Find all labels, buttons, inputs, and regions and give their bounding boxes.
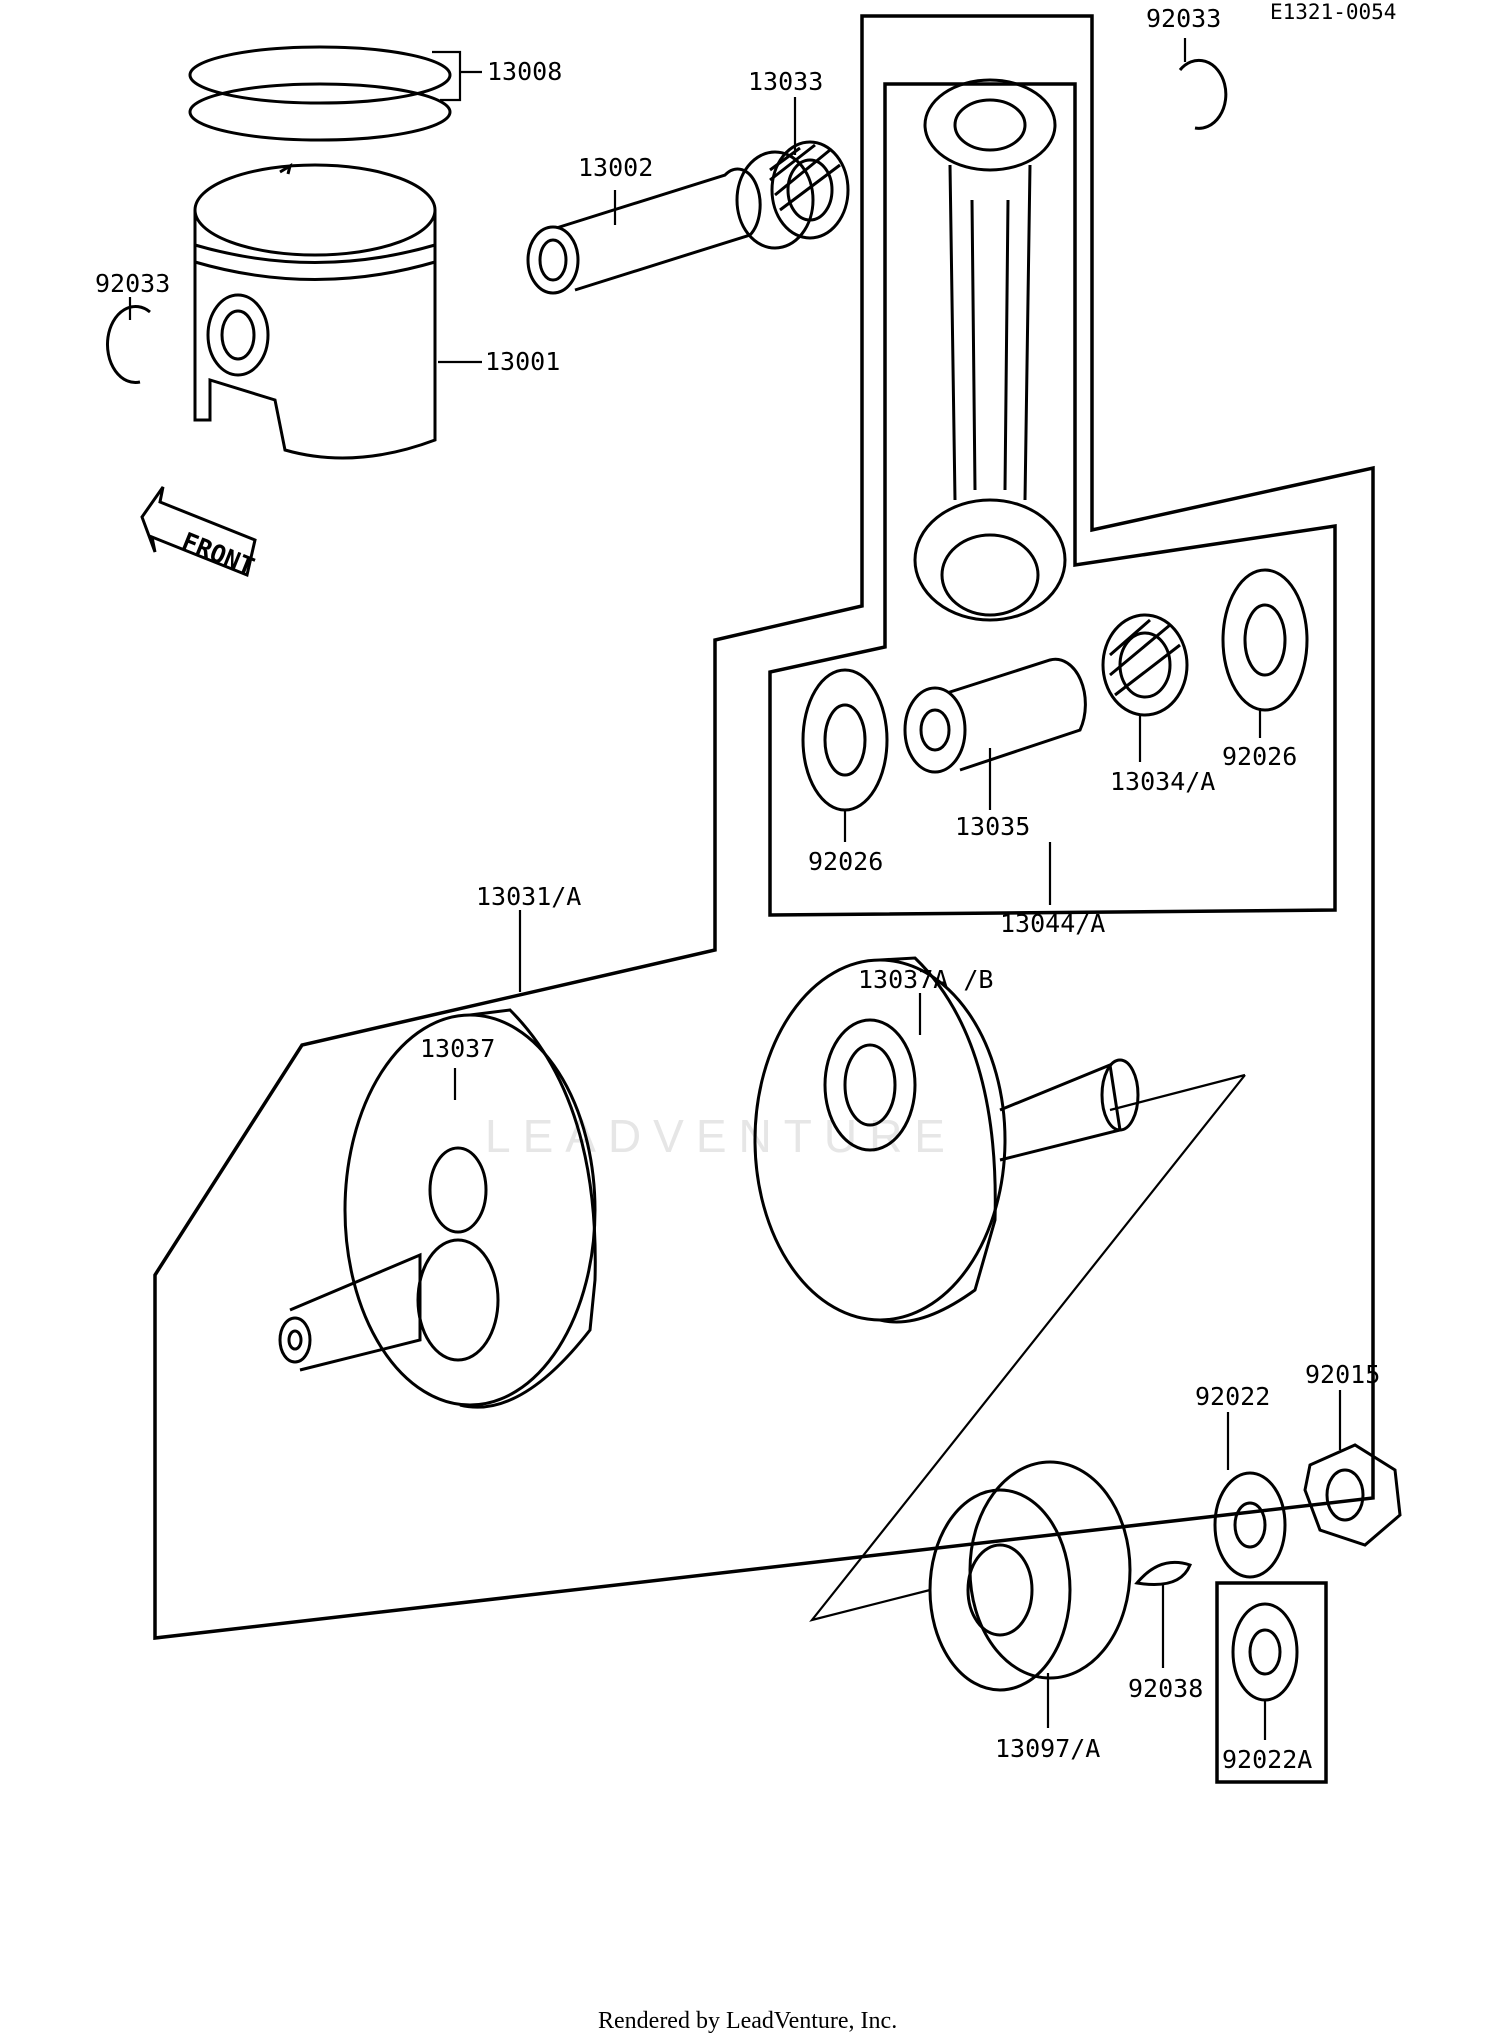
part-label-13034A: 13034/A [1110, 767, 1215, 796]
part-label-92026-left: 92026 [808, 847, 883, 876]
flywheel-left-drawing [278, 1008, 597, 1409]
piston-drawing [193, 162, 437, 460]
diagram-code: E1321-0054 [1270, 0, 1396, 24]
front-arrow: FRONT [140, 486, 258, 582]
key-drawing [1134, 1560, 1192, 1587]
leader-lines [128, 38, 1342, 1740]
gear-drawing [928, 1460, 1132, 1692]
part-label-13037AB: 13037A /B [858, 965, 993, 994]
crankshaft-frame [153, 14, 1375, 1640]
watermark: LEADVENTURE [485, 1110, 957, 1162]
part-label-13001: 13001 [485, 347, 560, 376]
conrod-frame [768, 82, 1337, 917]
part-label-13097A: 13097/A [995, 1734, 1100, 1763]
footer-credit: Rendered by LeadVenture, Inc. [598, 2008, 897, 2034]
circlip-right-drawing [1178, 58, 1228, 130]
part-label-92015: 92015 [1305, 1360, 1380, 1389]
circlip-left-drawing [105, 305, 151, 384]
part-label-13008: 13008 [487, 57, 562, 86]
part-label-13033: 13033 [748, 67, 823, 96]
part-label-13002: 13002 [578, 153, 653, 182]
washer-right-drawing [1221, 568, 1309, 712]
part-label-92026-right: 92026 [1222, 742, 1297, 771]
lock-washer-frame [1215, 1581, 1328, 1784]
crank-bearing-drawing [1101, 613, 1189, 717]
part-label-13037: 13037 [420, 1034, 495, 1063]
part-label-13031A: 13031/A [476, 882, 581, 911]
washer-left-drawing [801, 668, 889, 812]
flywheel-right-drawing [753, 956, 1140, 1324]
connecting-rod-drawing [913, 78, 1067, 622]
part-label-92022: 92022 [1195, 1382, 1270, 1411]
part-label-92033-right: 92033 [1146, 4, 1221, 33]
piston-bearing-drawing [735, 140, 850, 250]
part-label-92022A: 92022A [1222, 1745, 1312, 1774]
lock-washer-drawing [1231, 1602, 1299, 1702]
washer-drawing [1213, 1471, 1287, 1579]
part-label-13035: 13035 [955, 812, 1030, 841]
part-label-13044A: 13044/A [1000, 909, 1105, 938]
piston-ring-drawing [188, 45, 452, 142]
part-label-92033-left: 92033 [95, 269, 170, 298]
piston-pin-drawing [526, 167, 762, 295]
nut-drawing [1303, 1443, 1402, 1547]
crank-pin-drawing [903, 657, 1087, 774]
part-label-92038: 92038 [1128, 1674, 1203, 1703]
